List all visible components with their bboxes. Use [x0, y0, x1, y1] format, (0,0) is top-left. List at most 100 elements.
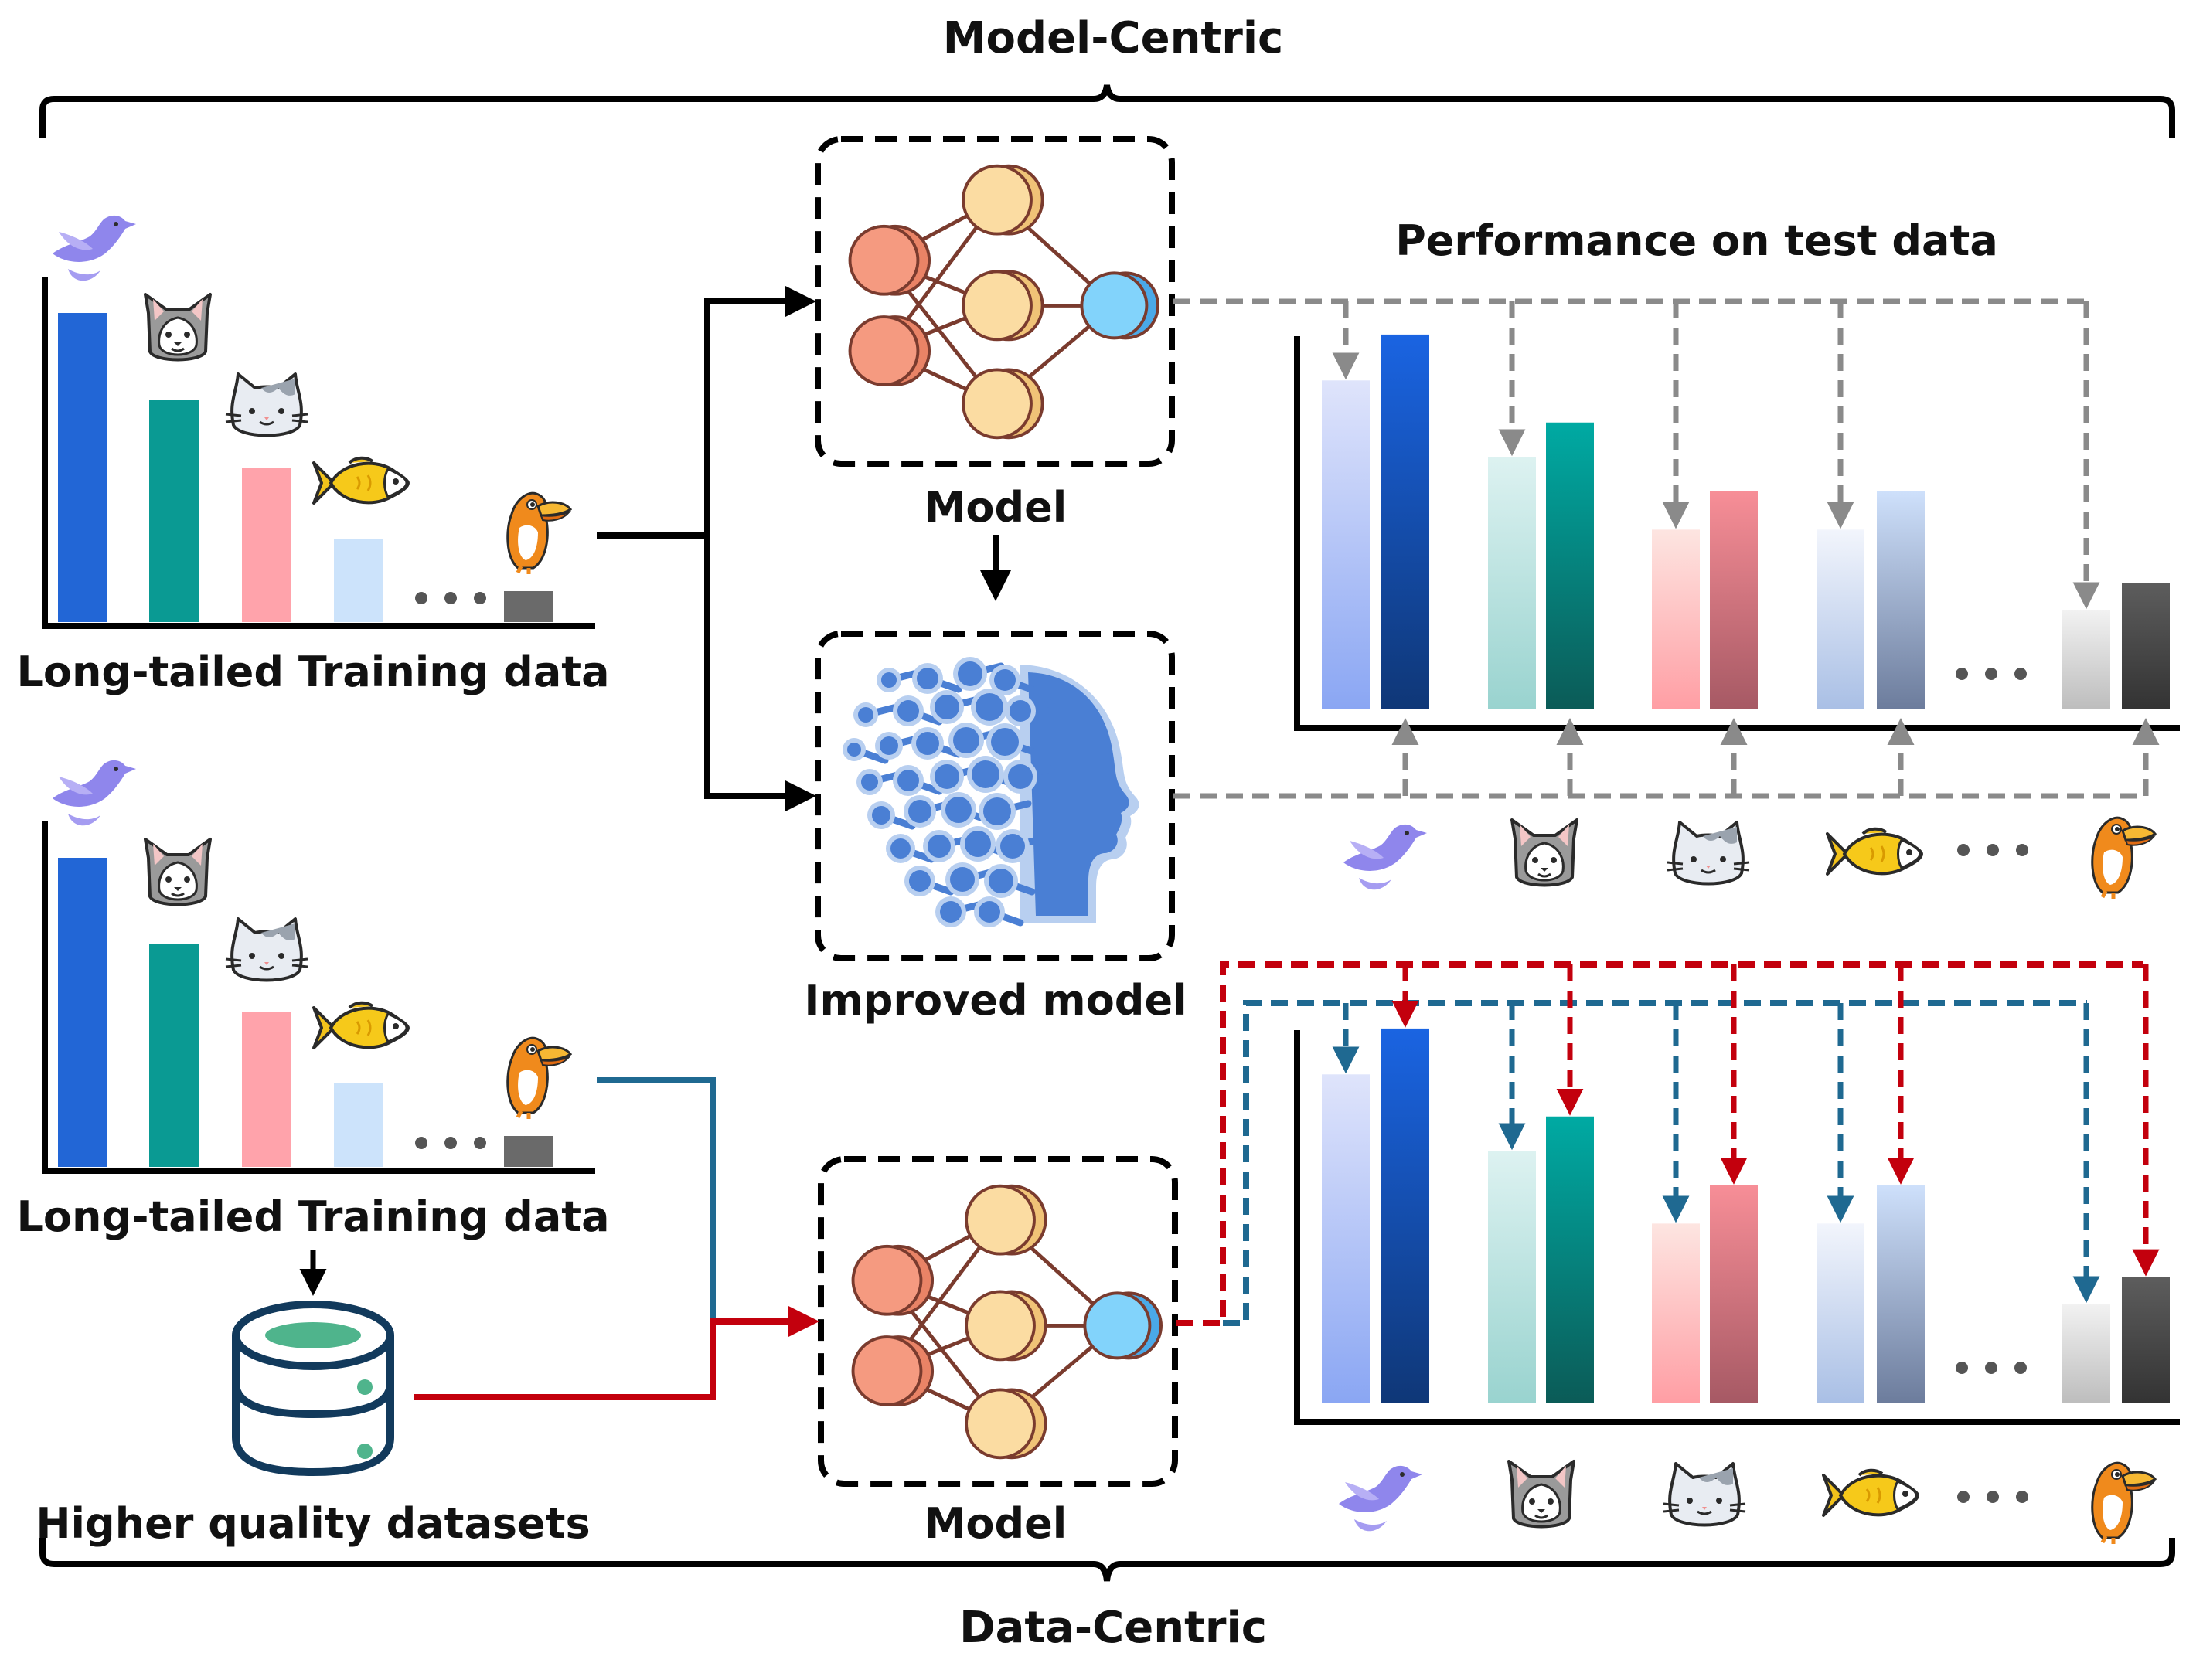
test-bar-improved-bird: [1381, 334, 1429, 709]
ai-head-node: [983, 797, 1011, 825]
test-bar-improved-fish: [1877, 491, 1925, 709]
cat-icon: [1662, 1462, 1747, 1527]
training-bar-toucan: [504, 591, 553, 622]
ai-head-node: [858, 707, 873, 723]
ai-head-profile: [1028, 672, 1129, 916]
training-top-bars: [58, 313, 553, 622]
training-bar-cat: [242, 1012, 291, 1167]
ai-head-node: [935, 695, 959, 719]
training-top-ellipsis: [415, 592, 486, 604]
husky-dog-icon: [144, 293, 212, 362]
model-bottom-label: Model: [924, 1499, 1067, 1548]
test-bar-baseline-cat: [1652, 1223, 1700, 1403]
ai-head-node: [1008, 764, 1033, 789]
bird-icon: [1339, 1465, 1422, 1532]
test-bar-baseline-fish: [1817, 1223, 1864, 1403]
training-bar-cat: [242, 468, 291, 622]
ai-head-node: [945, 797, 972, 823]
data-centric-red-dashed-line: [1176, 961, 2143, 1326]
training-bar-fish: [334, 539, 383, 622]
fish-icon: [312, 1001, 410, 1049]
ai-head-node: [909, 870, 931, 892]
train-to-model-blue-line: [597, 1077, 716, 1321]
ai-head-icon: [843, 657, 1139, 927]
improved-model-label: Improved model: [804, 976, 1187, 1025]
train-to-model-arrow: [597, 286, 816, 539]
training-chart-bottom: [42, 760, 595, 1174]
ai-head-node: [989, 869, 1013, 893]
ai-head-node: [916, 732, 939, 755]
husky-dog-icon: [144, 838, 212, 906]
test-bar-baseline-toucan: [2062, 610, 2110, 709]
ai-head-node: [950, 867, 975, 892]
test-bar-baseline-dog: [1488, 1151, 1536, 1403]
training-bar-dog: [149, 944, 199, 1167]
toucan-icon: [508, 1038, 570, 1119]
test-bar-improved-bird: [1381, 1028, 1429, 1403]
ai-head-node: [994, 669, 1016, 691]
data-centric-blue-dashed-line: [1223, 1000, 2087, 1326]
toucan-icon: [2092, 1463, 2155, 1544]
ai-head-node: [979, 901, 1000, 923]
training-bar-bird: [58, 858, 107, 1167]
model-centric-brace: [39, 84, 2175, 138]
model-top-label: Model: [924, 483, 1067, 532]
ai-head-node: [897, 700, 919, 722]
test-bar-baseline-bird: [1322, 1074, 1370, 1403]
test-bar-improved-toucan: [2122, 583, 2170, 709]
test-bar-improved-fish: [1877, 1185, 1925, 1403]
cat-icon: [224, 372, 309, 437]
ai-head-node: [881, 672, 897, 688]
ai-head-node: [958, 661, 982, 686]
test-top-ellipsis: [1956, 668, 2027, 680]
ai-head-node: [861, 774, 878, 791]
test-bar-improved-dog: [1546, 1116, 1594, 1403]
ai-head-node: [928, 835, 951, 858]
toucan-icon: [2092, 818, 2155, 899]
icon-row-bottom-ellipsis: [1957, 1491, 2028, 1503]
training-data-top-label: Long-tailed Training data: [16, 648, 609, 696]
cat-icon: [1666, 821, 1751, 886]
test-bar-improved-cat: [1710, 1185, 1758, 1403]
bird-icon: [53, 760, 136, 826]
training-bar-bird: [58, 313, 107, 622]
bird-icon: [53, 215, 136, 281]
test-bottom-bars: [1322, 1028, 2170, 1403]
ai-head-node: [991, 728, 1019, 756]
ai-head-node: [965, 831, 991, 857]
ai-head-node: [880, 736, 898, 755]
test-bar-baseline-bird: [1322, 380, 1370, 709]
ai-head-node: [935, 764, 959, 789]
dataset-to-model-red-arrow: [414, 1306, 819, 1400]
database-icon: [232, 1301, 394, 1477]
ai-head-node: [953, 727, 979, 753]
higher-quality-datasets-label: Higher quality datasets: [36, 1499, 590, 1548]
bird-icon: [1343, 824, 1427, 890]
test-bar-baseline-fish: [1817, 529, 1864, 709]
ai-head-node: [872, 806, 890, 825]
test-bar-baseline-dog: [1488, 457, 1536, 709]
ai-head-node: [1010, 700, 1031, 722]
test-bar-improved-cat: [1710, 491, 1758, 709]
husky-dog-icon: [1510, 818, 1578, 887]
ai-head-node: [972, 760, 999, 788]
test-chart-bottom: [1294, 1028, 2180, 1425]
ai-head-node: [897, 770, 919, 791]
ai-head-node: [976, 693, 1003, 721]
ai-head-node: [908, 800, 931, 823]
training-bar-dog: [149, 400, 199, 622]
ai-head-node: [847, 743, 861, 757]
fish-icon: [1826, 827, 1923, 876]
data-centric-brace: [39, 1538, 2175, 1582]
ai-head-node: [1000, 834, 1025, 859]
training-data-bottom-label: Long-tailed Training data: [16, 1192, 609, 1241]
train-to-improved-arrow: [704, 536, 816, 811]
fish-icon: [1822, 1468, 1919, 1517]
test-bottom-ellipsis: [1956, 1362, 2027, 1374]
test-top-bars: [1322, 334, 2170, 709]
fish-icon: [312, 456, 410, 505]
ai-head-node: [917, 668, 938, 689]
training-bar-fish: [334, 1083, 383, 1167]
data-centric-label: Data-Centric: [959, 1603, 1267, 1653]
